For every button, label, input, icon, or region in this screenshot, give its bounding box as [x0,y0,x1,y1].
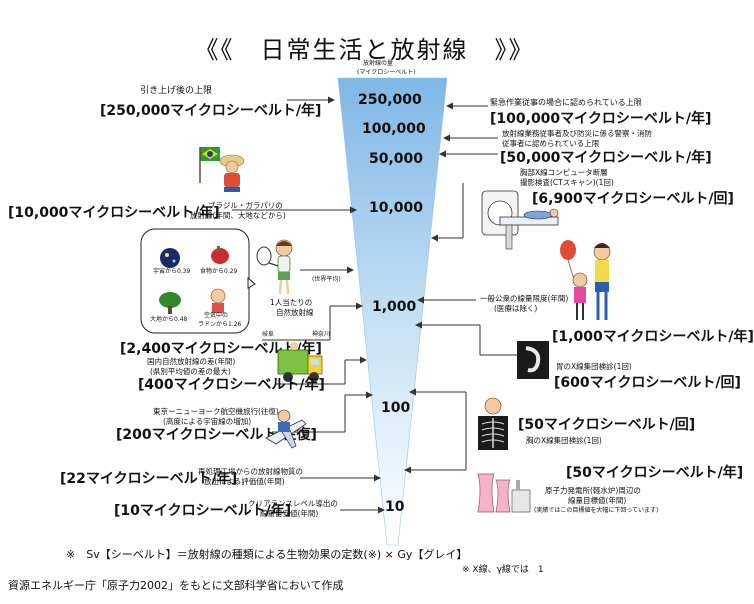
r3-caption-1: 胸部X線コンピュータ断層 [520,168,608,177]
truck-icon [277,342,323,382]
person-label-1: 1人当たりの [270,298,313,307]
r7-caption-2: 線量目標値(年間) [568,496,627,505]
natural-radiation-bubble [140,228,256,334]
axis-header-2: (マイクロシーベルト) [357,69,416,76]
r3-value: [6,900マイクロシーベルト/回] [532,191,734,207]
scale-label-10000: 10,000 [369,200,424,216]
children-balloon-icon [560,240,611,320]
l5-caption-1: 東京ーニューヨーク航空機旅行(往復) [153,407,279,416]
l3-caption-1: 国内自然放射線の差(年間) [147,357,236,366]
radon-label-1: 空気中の [204,312,229,319]
r6-value: [50マイクロシーベルト/回] [518,417,696,433]
l6-value: [22マイクロシーベルト/年] [60,471,238,487]
chest-xray-icon [478,397,508,450]
r6-caption: 胸のX線集団検診(1回) [526,436,602,445]
airplane-icon [265,409,307,449]
person-label-2: 自然放射線 [276,308,314,317]
r3-caption-2: 撮影検査(CTスキャン)(1回) [520,178,614,187]
source-note: 資源エネルギー庁「原子力2002」をもとに文部科学省において作成 [8,579,344,592]
l7-value: [10マイクロシーベルト/年] [114,503,292,519]
l2-caption-2: 放射線(年間、大地などから) [190,211,286,220]
r1-caption: 緊急作業従事の場合に認められている上限 [490,98,642,107]
tennis-girl-icon [256,239,293,295]
scale-label-100000: 100,000 [362,121,426,137]
l3-caption-2: (県別平均値の差の最大) [150,367,231,376]
axis-header-1: 放射線の量 [363,60,394,67]
ct-scanner-icon [481,190,559,250]
l5-value: [200マイクロシーベルト/往復] [116,427,317,443]
earth-label: 大地から0.48 [150,316,188,323]
r7-caption-3: (実績ではこの目標値を大幅に下回っています) [534,507,659,514]
l5-caption-2: (高度による宇宙線の増加) [163,417,252,426]
scale-label-100: 100 [381,400,411,416]
r5-caption: 胃のX線集団検診(1回) [556,362,632,371]
r5-value: [600マイクロシーベルト/回] [554,375,741,391]
gifu-label: 岐阜 [262,331,275,338]
r2-caption-1: 放射線業務従事者及び防災に係る警察・消防 [502,129,652,138]
l2-value: [10,000マイクロシーベルト/年] [8,205,220,221]
world-average-label: (世界平均) [312,276,341,283]
kanagawa-label: 神奈川 [312,331,331,338]
l1-caption: 引き上げ後の上限 [140,86,213,96]
r4-caption-1: 一般公衆の線量限度(年間) [480,294,569,303]
r1-value: [100,000マイクロシーベルト/年] [490,111,712,127]
connector-lines [232,77,520,546]
r7-caption-1: 原子力発電所(軽水炉)周辺の [545,486,641,495]
l2-caption-1: ブラジル・ガラパリの [208,201,283,210]
r2-caption-2: 従事者に認められている上限 [502,139,600,148]
l6-caption-2: 放出による評価値(年間) [204,477,285,486]
page-title: 《《 日常生活と放射線 》》 [194,36,535,64]
dose-funnel [337,77,448,546]
food-label: 食物から0.29 [200,268,238,275]
r2-value: [50,000マイクロシーベルト/年] [500,150,712,166]
l1-value: [250,000マイクロシーベルト/年] [100,103,322,119]
scale-label-10: 10 [385,499,405,515]
brazil-person-icon [199,147,245,192]
l7-caption-2: 線量目安値(年間) [260,509,319,518]
nuclear-plant-icon [477,473,531,513]
radon-label-2: ラドンから1.26 [198,321,242,328]
footnote-sub: ※ X線、γ線では 1 [462,565,544,575]
footnote: ※ Sv【シーベルト】＝放射線の種類による生物効果の定数(※) × Gy【グレイ… [66,548,468,561]
scale-label-50000: 50,000 [369,151,424,167]
l7-caption-1: クリアランスレベル導出の [248,499,338,508]
cosmic-label: 宇宙から0.39 [153,268,191,275]
l4-value: [400マイクロシーベルト/年] [138,377,325,393]
scale-label-1000: 1,000 [372,299,417,315]
scale-label-250000: 250,000 [358,92,422,108]
r4-caption-2: (医療は除く) [494,304,538,313]
r7-value: [50マイクロシーベルト/年] [566,465,744,481]
l6-caption-1: 再処理工場からの放射線物質の [198,467,303,476]
stomach-xray-icon [517,341,549,379]
l3-value: [2,400マイクロシーベルト/年] [120,341,322,357]
r4-value: [1,000マイクロシーベルト/年] [552,329,754,345]
